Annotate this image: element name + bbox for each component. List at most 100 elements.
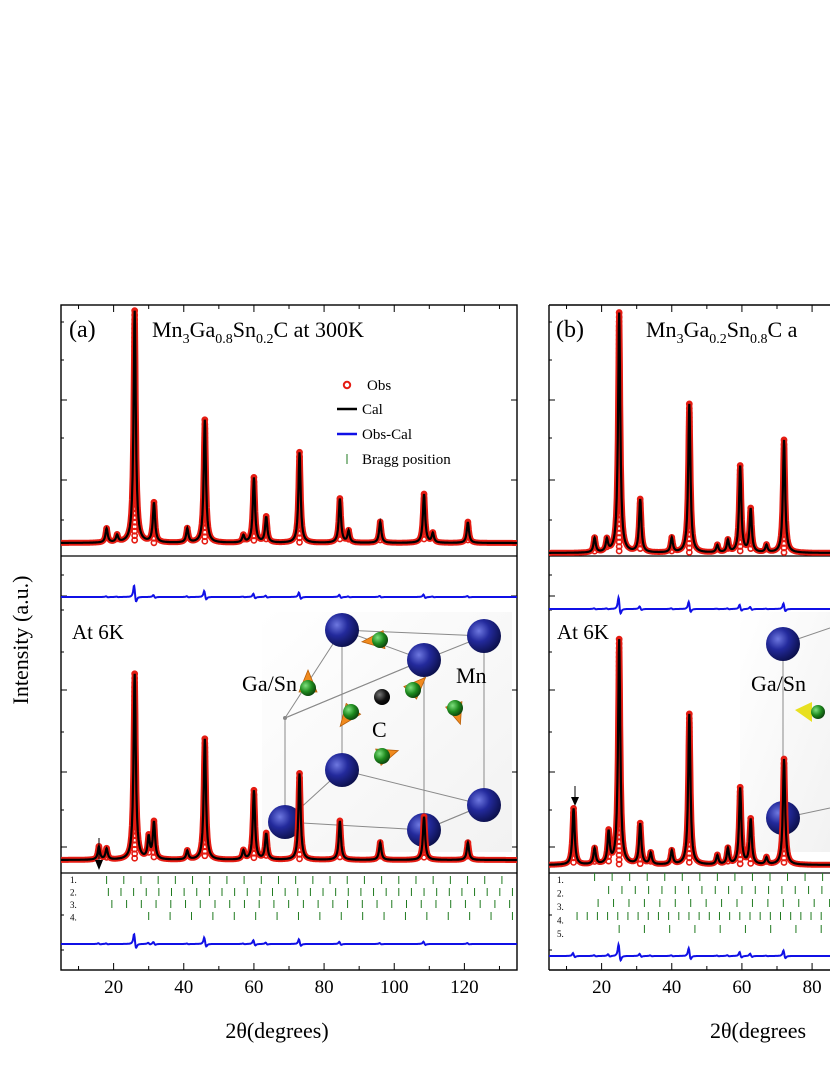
x-tick-label: 80 [315, 977, 334, 998]
panel-a-tick-labels: 20 40 60 80 100 120 [104, 977, 479, 998]
obs-point [296, 855, 303, 863]
obs-point [336, 535, 344, 543]
ga-sn-atom [467, 619, 501, 653]
diff-line [549, 940, 830, 963]
label-c: C [372, 717, 387, 742]
panel-b-6k-label: At 6K [557, 620, 609, 644]
cal-line [61, 310, 517, 545]
legend-obs-label: Obs [367, 378, 391, 394]
legend-bragg-label: Bragg position [362, 452, 451, 468]
x-tick-label: 60 [244, 977, 263, 998]
x-tick-label: 80 [803, 977, 822, 998]
y-axis-title: Intensity (a.u.) [8, 576, 33, 705]
panel-b-phase-labels: 1.2.3.4.5. [557, 875, 564, 939]
x-tick-label: 20 [592, 977, 611, 998]
panel-b-6k-pattern [549, 635, 830, 868]
obs-point [736, 547, 744, 555]
obs-point [615, 860, 623, 868]
label-ga-sn-b: Ga/Sn [751, 671, 806, 696]
panel-a: 20 40 60 80 100 120 [60, 304, 518, 1043]
obs-point [615, 547, 623, 555]
obs-band [61, 307, 517, 546]
mn-atom [405, 682, 421, 698]
legend-cal-label: Cal [362, 402, 383, 418]
panel-b-tick-labels: 20 40 60 80 [592, 977, 821, 998]
obs-point [150, 853, 158, 861]
obs-point [296, 538, 303, 546]
panel-a-6k-pattern [61, 670, 517, 863]
label-mn: Mn [456, 663, 487, 688]
panel-a-6k-label: At 6K [72, 620, 124, 644]
mn-atom [811, 705, 825, 719]
x-tick-label: 20 [104, 977, 123, 998]
obs-point [570, 858, 577, 866]
ga-sn-atom [407, 643, 441, 677]
phase-label: 3. [70, 900, 77, 910]
obs-point [336, 853, 344, 861]
x-tick-label: 120 [450, 977, 479, 998]
impurity-arrow-head [95, 860, 103, 870]
x-tick-label: 40 [174, 977, 193, 998]
mn-atoms [298, 629, 463, 766]
panel-a-ticks [61, 305, 517, 970]
panel-b-xlabel: 2θ(degrees [710, 1018, 806, 1043]
x-tick-label: 60 [732, 977, 751, 998]
panel-a-crystal-inset: Ga/Sn Mn C [242, 612, 512, 852]
panel-a-formula: Mn3Ga0.8Sn0.2C at 300K [152, 317, 364, 347]
obs-point [420, 535, 428, 543]
panel-b-6k-difference [549, 940, 830, 963]
phase-label: 3. [557, 902, 564, 912]
mn-atom [447, 700, 463, 716]
obs-point [668, 547, 676, 555]
obs-point [201, 537, 209, 545]
phase-label: 2. [70, 888, 77, 898]
diff-line [549, 593, 830, 616]
legend-obs-symbol [342, 380, 352, 390]
cell-vertex [283, 716, 287, 720]
legend-diff-label: Obs-Cal [362, 427, 412, 443]
ga-sn-atom [325, 753, 359, 787]
obs-point [780, 859, 788, 866]
obs-point [780, 549, 788, 556]
phase-label: 4. [557, 916, 564, 926]
obs-point [591, 547, 598, 555]
panel-b-ticks [549, 305, 813, 970]
diff-line [61, 584, 517, 603]
obs-point [636, 545, 644, 552]
obs-point [747, 545, 755, 552]
phase-label: 1. [70, 875, 77, 885]
obs-point [685, 858, 693, 866]
phase-label: 4. [70, 913, 77, 923]
mn-atom [374, 748, 390, 764]
obs-point [605, 857, 613, 865]
panel-b-bragg-positions [576, 873, 830, 933]
x-tick-label: 40 [662, 977, 681, 998]
phase-label: 1. [557, 875, 564, 885]
panel-a-label: (a) [69, 317, 96, 343]
legend: Obs Cal Obs-Cal Bragg position [337, 378, 451, 468]
obs-point [131, 854, 139, 862]
panel-b-300k-difference [549, 593, 830, 616]
panel-a-bragg-positions [106, 876, 513, 920]
cal-line [549, 312, 830, 554]
obs-point [736, 860, 744, 868]
label-ga-sn: Ga/Sn [242, 671, 297, 696]
obs-point [131, 536, 139, 544]
cal-line [61, 673, 517, 862]
obs-point [250, 537, 258, 544]
ga-sn-atom [268, 805, 302, 839]
diff-line [61, 932, 517, 949]
phase-label: 5. [557, 929, 564, 939]
obs-point [250, 854, 258, 862]
ga-sn-atom [766, 627, 800, 661]
panel-a-phase-labels: 1. 2. 3. 4. [70, 875, 77, 923]
obs-point [747, 859, 755, 867]
x-tick-label: 100 [380, 977, 409, 998]
panel-a-300k-pattern [61, 307, 517, 547]
panel-a-xlabel: 2θ(degrees) [225, 1018, 328, 1043]
panel-b-300k-pattern [549, 309, 830, 556]
mn-atom [372, 632, 388, 648]
obs-point [201, 852, 209, 860]
